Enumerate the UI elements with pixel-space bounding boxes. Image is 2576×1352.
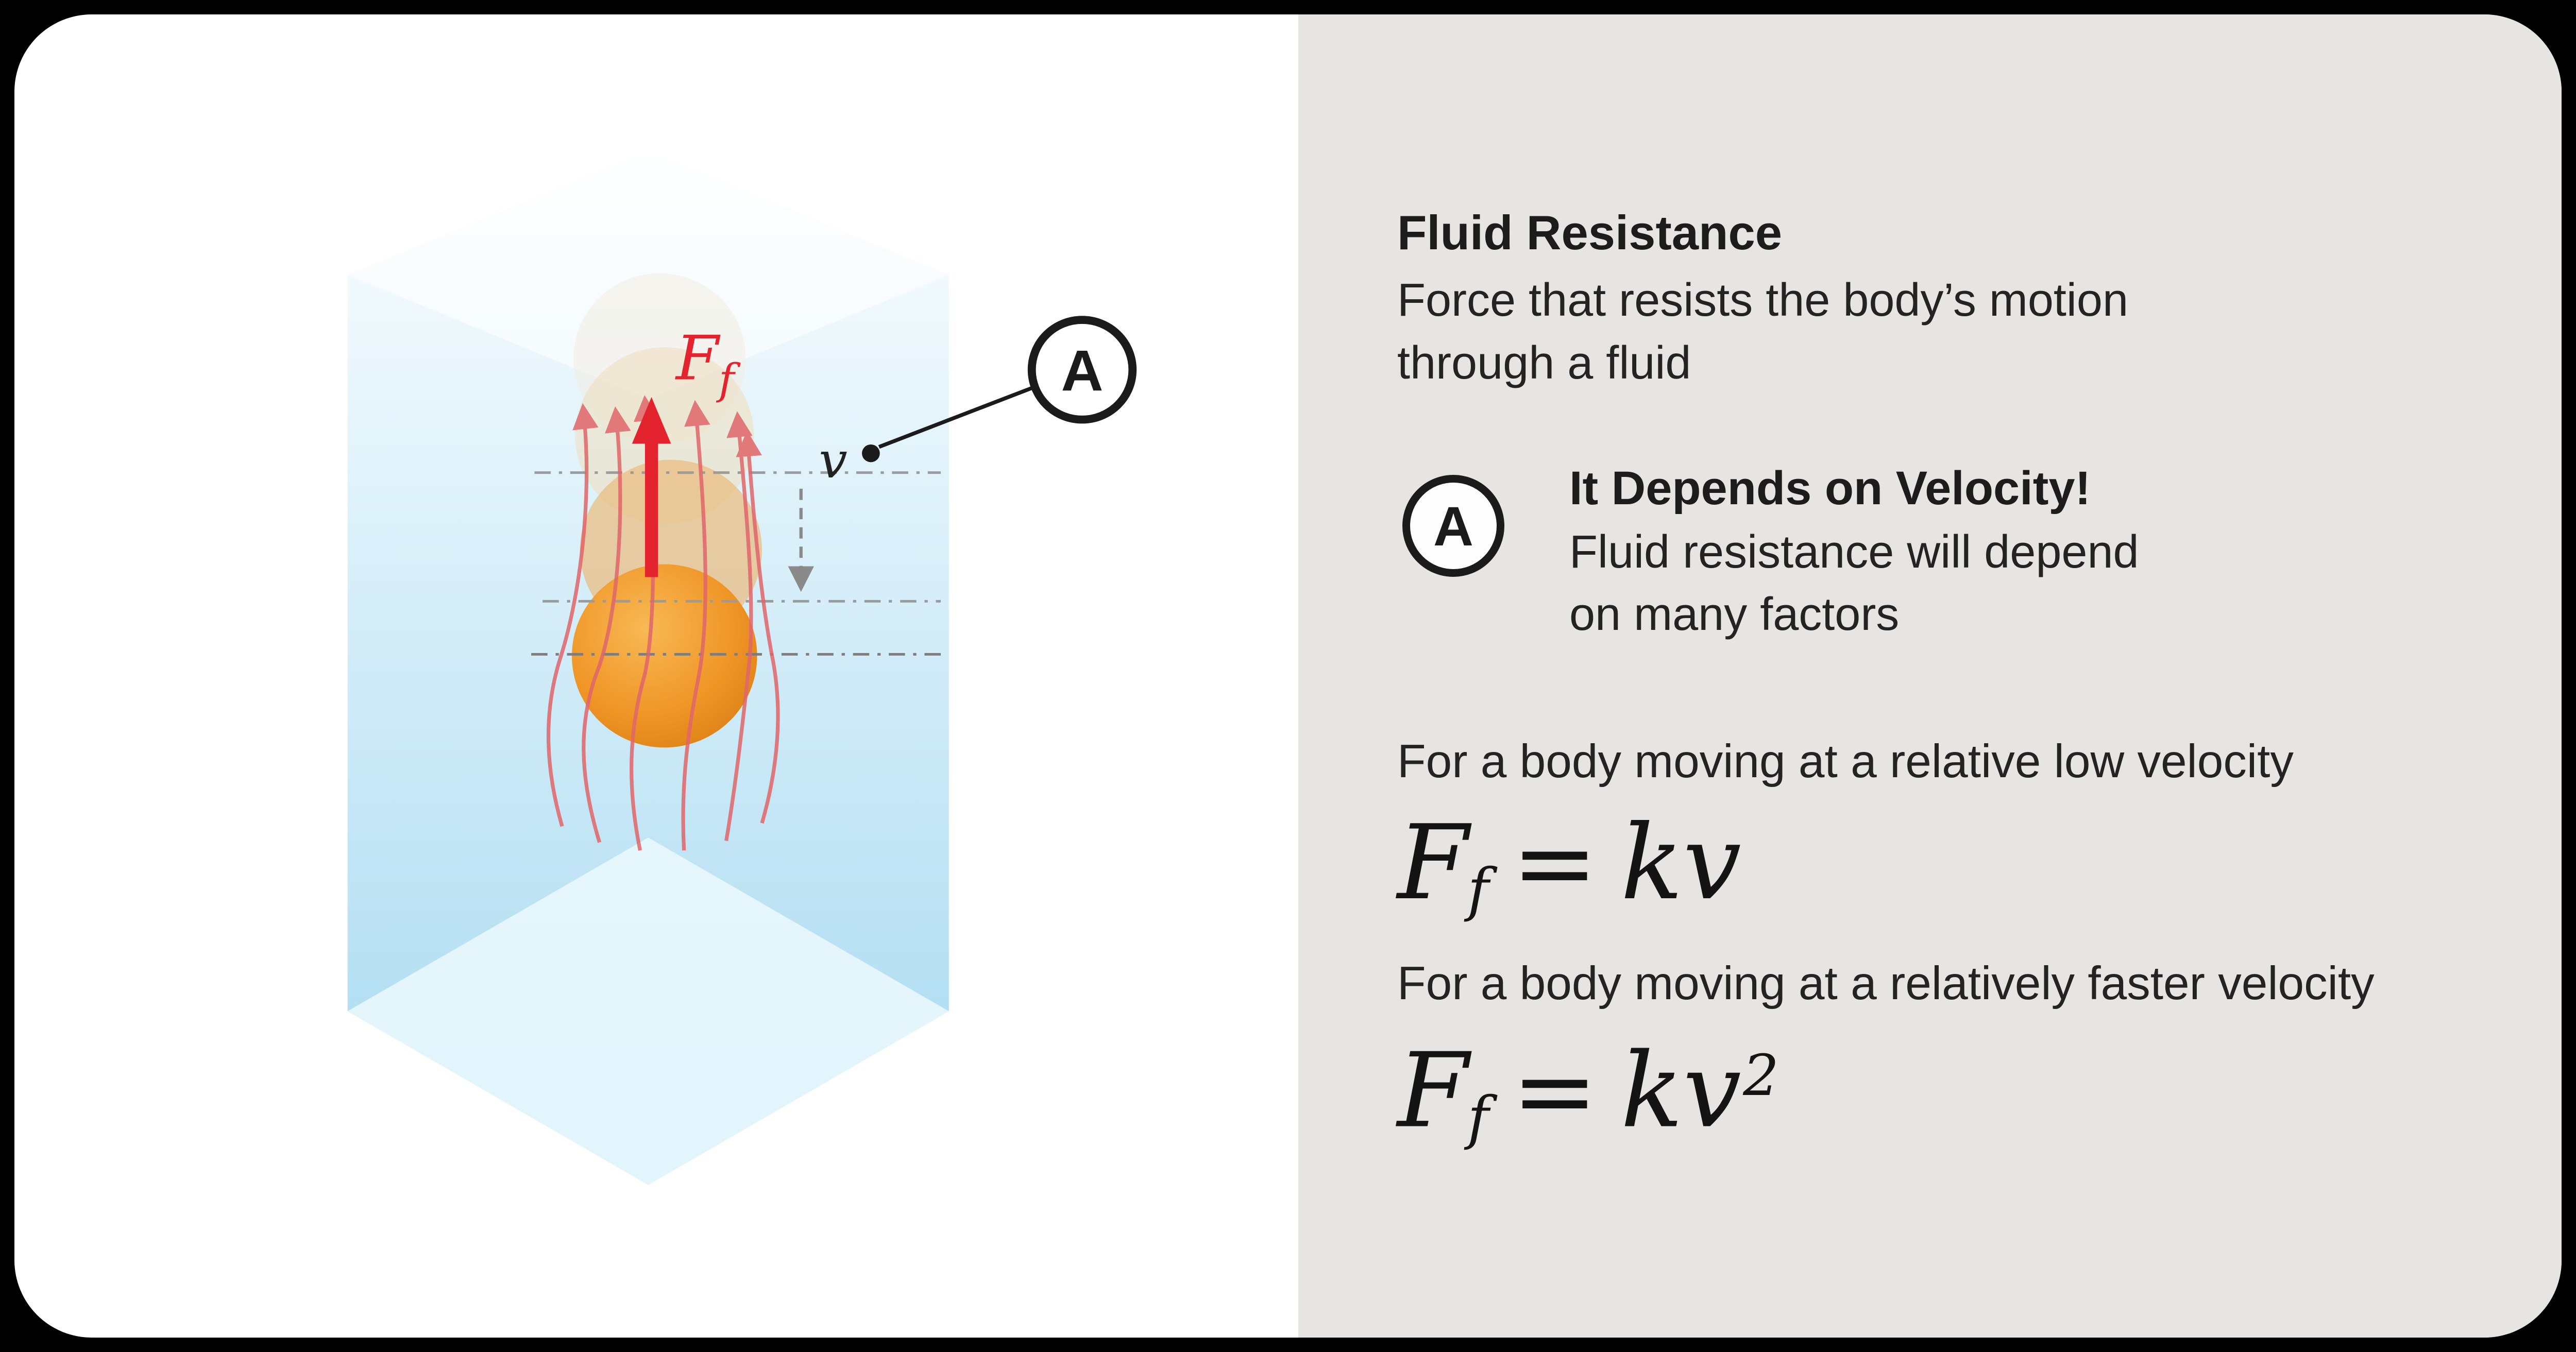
- callout-a-letter: A: [1061, 338, 1103, 403]
- formula-high-sub: f: [1467, 1084, 1489, 1152]
- callout-a-marker: A: [862, 316, 1137, 463]
- high-velocity-caption: For a body moving at a relatively faster…: [1397, 957, 2375, 1009]
- callout-text-block: It Depends on Velocity! Fluid resistance…: [1569, 455, 2139, 646]
- callout-body-line-2: on many factors: [1569, 589, 1900, 640]
- force-arrow: [632, 397, 671, 577]
- callout-a-badge-letter: A: [1433, 494, 1473, 557]
- formula-low-rhs: kv: [1620, 803, 1741, 923]
- subheading-line-1: Force that resists the body’s motion: [1397, 275, 2128, 326]
- formula-low-velocity: Ff=kv: [1397, 812, 1741, 942]
- callout-a-badge: A: [1402, 475, 1504, 577]
- ball: [571, 564, 757, 748]
- formula-low-sub: f: [1467, 857, 1489, 924]
- formula-low-lhs: F: [1397, 803, 1469, 923]
- fluid-resistance-diagram: Ff v A: [347, 151, 1137, 1185]
- info-panel: Fluid Resistance Force that resists the …: [1298, 14, 2562, 1338]
- formula-high-exponent: 2: [1743, 1042, 1780, 1108]
- formula-low-equals: =: [1512, 803, 1598, 923]
- panel-heading: Fluid Resistance: [1397, 206, 1782, 260]
- formula-high-rhs: kv: [1620, 1031, 1741, 1151]
- callout-anchor-dot: [862, 444, 880, 463]
- subheading-line-2: through a fluid: [1397, 337, 1691, 389]
- callout-body-line-1: Fluid resistance will depend: [1569, 526, 2139, 578]
- formula-high-lhs: F: [1397, 1031, 1469, 1151]
- content-card: Ff v A Fluid Resistance Force that resis…: [14, 14, 2562, 1338]
- reference-lines: [531, 471, 947, 656]
- panel-subheading: Force that resists the body’s motion thro…: [1397, 269, 2128, 395]
- callout-title: It Depends on Velocity!: [1569, 462, 2091, 515]
- velocity-label: v: [819, 431, 847, 489]
- formula-high-equals: =: [1512, 1031, 1598, 1151]
- low-velocity-caption: For a body moving at a relative low velo…: [1397, 735, 2294, 788]
- formula-high-velocity: Ff =kv2: [1397, 1024, 1779, 1170]
